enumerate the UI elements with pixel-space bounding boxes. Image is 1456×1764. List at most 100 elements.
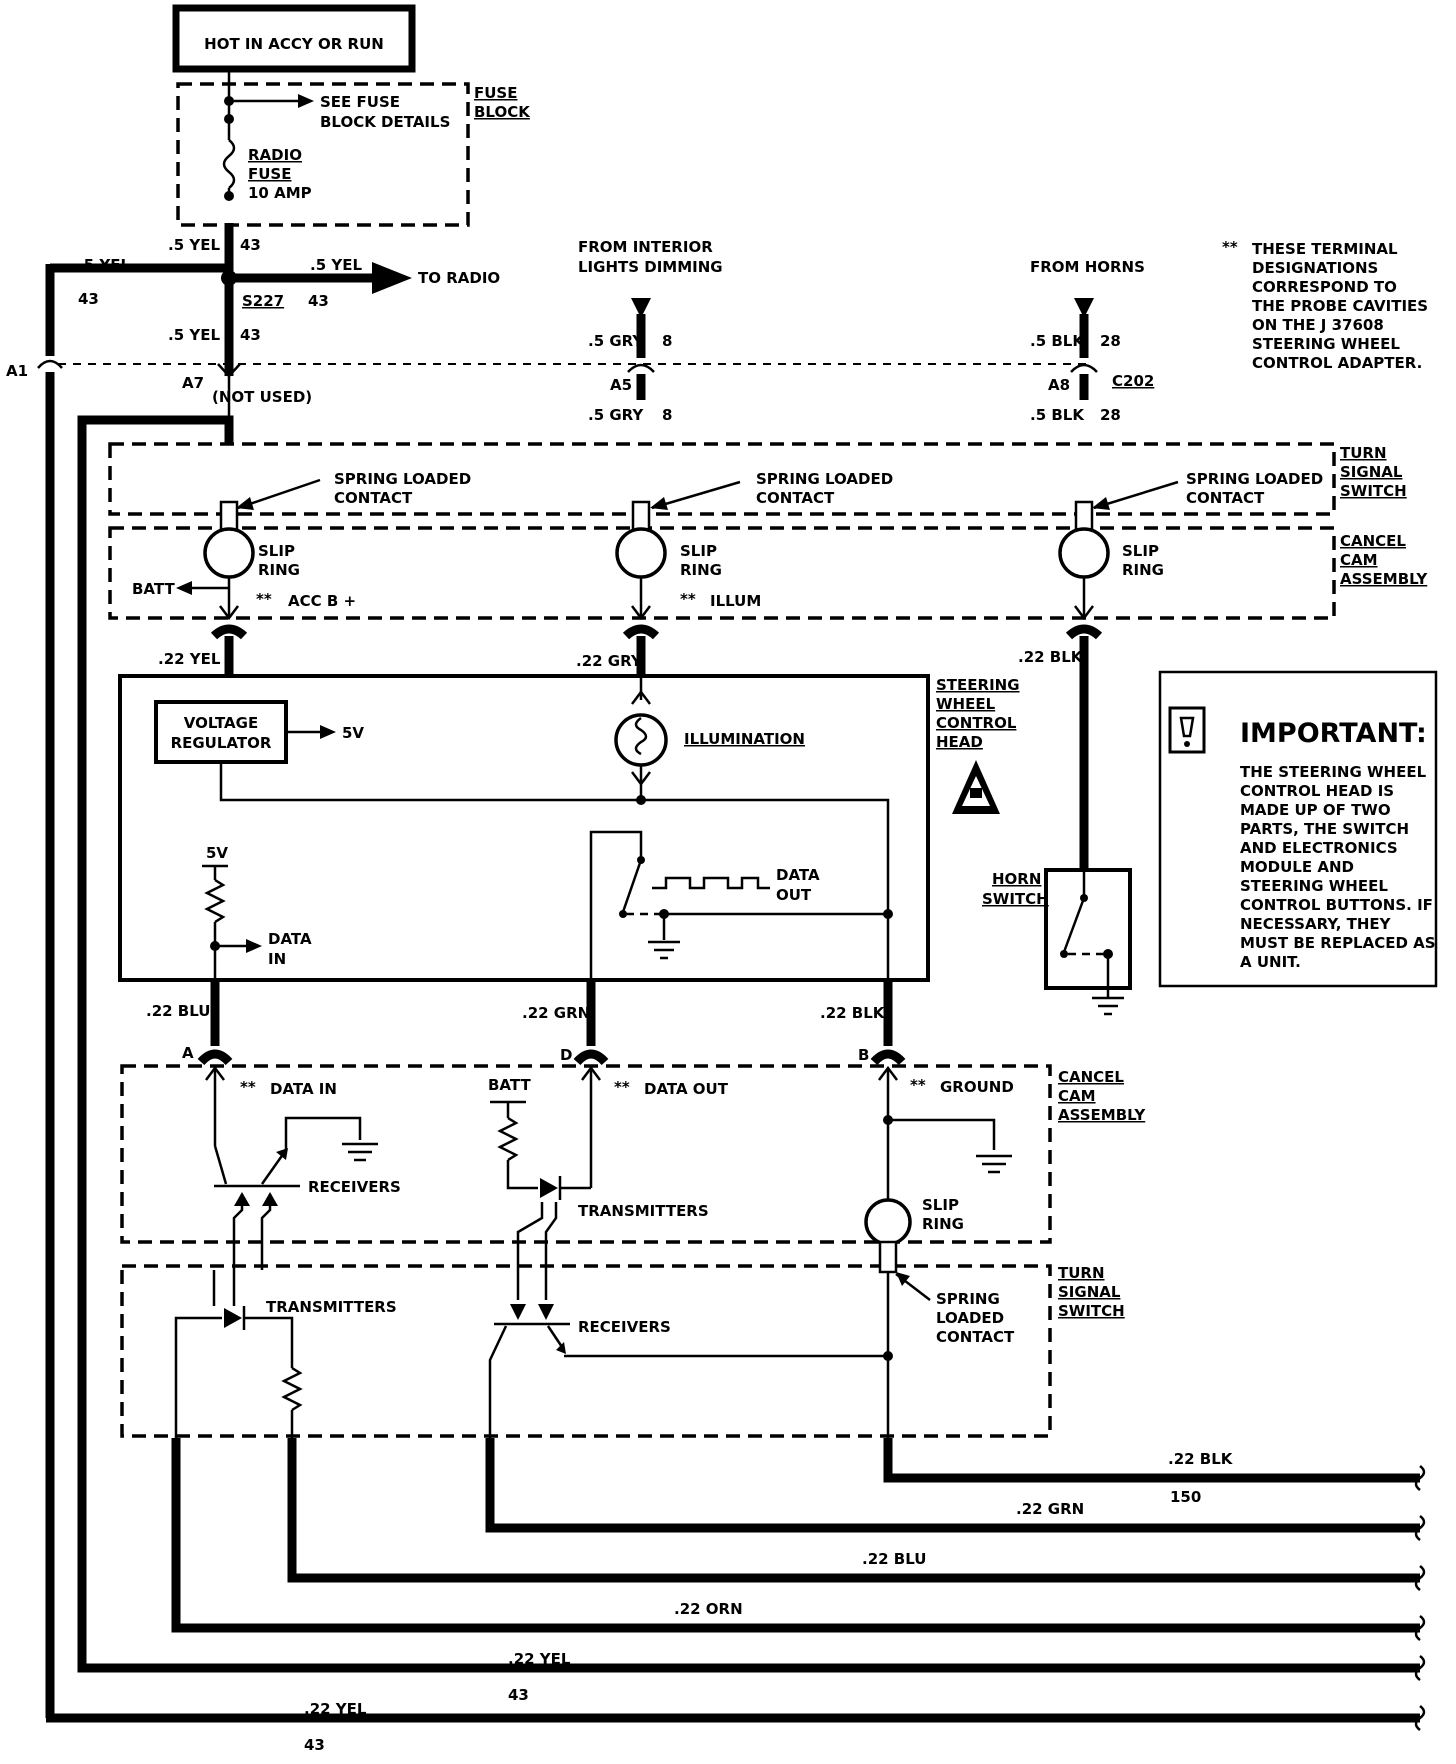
below-splice-wire: .5 YEL bbox=[168, 326, 220, 344]
important-line: A UNIT. bbox=[1240, 953, 1301, 971]
output-wire-5: .22 YEL bbox=[304, 1700, 367, 1718]
arrow-icon bbox=[298, 94, 314, 108]
see-fuse-details: SEE FUSE bbox=[320, 93, 400, 111]
illum-stars: ** bbox=[680, 590, 696, 608]
data-out-stars: ** bbox=[614, 1078, 630, 1096]
radio-fuse-label-2: FUSE bbox=[248, 165, 291, 183]
lower-slip-ring: SLIP bbox=[922, 1196, 959, 1214]
blk-circuit-top: 28 bbox=[1100, 332, 1121, 350]
info-icon bbox=[1168, 706, 1206, 754]
to-radio-circuit: 43 bbox=[308, 292, 329, 310]
fuse-block-title-2: BLOCK bbox=[474, 103, 531, 121]
important-line: CONTROL HEAD IS bbox=[1240, 782, 1394, 800]
control-head-title: STEERING bbox=[936, 676, 1020, 694]
blk-wire-bottom: .5 BLK bbox=[1030, 406, 1085, 424]
important-line: NECESSARY, THEY bbox=[1240, 915, 1392, 933]
lower-cancel-title-2: CAM bbox=[1058, 1087, 1096, 1105]
output-wire-1: .22 GRN bbox=[1016, 1500, 1084, 1518]
head-wire-gry: .22 GRY bbox=[576, 652, 643, 670]
ground-icon bbox=[648, 940, 680, 960]
important-line: STEERING WHEEL bbox=[1240, 877, 1388, 895]
fuse-block-title: FUSE bbox=[474, 84, 517, 102]
wire-break-icons bbox=[1414, 1465, 1426, 1731]
spring-loaded-label: SPRING LOADED bbox=[1186, 470, 1323, 488]
data-in-5v: 5V bbox=[206, 844, 228, 862]
illumination-lamp-icon bbox=[614, 713, 668, 767]
head-wire-yel: .22 YEL bbox=[158, 650, 221, 668]
lower-spring-2: LOADED bbox=[936, 1309, 1004, 1327]
important-line: MODULE AND bbox=[1240, 858, 1354, 876]
connector-a1: A1 bbox=[6, 362, 28, 380]
data-in-label-2: IN bbox=[268, 950, 286, 968]
lower-turn-title-3: SWITCH bbox=[1058, 1302, 1125, 1320]
lower-turn-transmitters: TRANSMITTERS bbox=[266, 1298, 397, 1316]
turn-signal-title-2: SIGNAL bbox=[1340, 463, 1403, 481]
connector-a5: A5 bbox=[610, 376, 632, 394]
terminal-d: D bbox=[560, 1046, 572, 1064]
batt-label: BATT bbox=[132, 580, 175, 598]
source-box bbox=[172, 4, 416, 73]
output-circuit-0: 150 bbox=[1170, 1488, 1201, 1506]
esd-warning-icon bbox=[952, 760, 1000, 814]
lower-wire-blk: .22 BLK bbox=[820, 1004, 886, 1022]
lower-data-in: DATA IN bbox=[270, 1080, 337, 1098]
fuse-block-box bbox=[176, 82, 470, 227]
head-wire-blk: .22 BLK bbox=[1018, 648, 1084, 666]
lower-turn-signal-box bbox=[120, 1264, 1052, 1438]
turn-signal-title: TURN bbox=[1340, 444, 1387, 462]
cancel-cam-title: CANCEL bbox=[1340, 532, 1406, 550]
connector-not-used: (NOT USED) bbox=[212, 388, 312, 406]
lower-data-out: DATA OUT bbox=[644, 1080, 729, 1098]
radio-fuse-label: RADIO bbox=[248, 146, 302, 164]
upper-turn-signal-box bbox=[108, 442, 1336, 516]
resistor-icon bbox=[281, 1366, 303, 1412]
output-circuit-5: 43 bbox=[304, 1736, 325, 1754]
slip-ring-label-2: RING bbox=[680, 561, 722, 579]
lower-turn-title: TURN bbox=[1058, 1264, 1105, 1282]
contact-illum bbox=[615, 500, 667, 676]
resistor-icon bbox=[204, 878, 226, 924]
output-wire-4: .22 YEL bbox=[508, 1650, 571, 1668]
acc-b-label: ACC B + bbox=[288, 592, 356, 610]
below-splice-circuit: 43 bbox=[240, 326, 261, 344]
lower-spring: SPRING bbox=[936, 1290, 1000, 1308]
radio-fuse-rating: 10 AMP bbox=[248, 184, 312, 202]
diode-icon bbox=[540, 1178, 558, 1198]
horn-switch-label-2: SWITCH bbox=[982, 890, 1049, 908]
fuse-icon bbox=[222, 139, 236, 189]
control-head-title-3: CONTROL bbox=[936, 714, 1017, 732]
lower-slip-ring-2: RING bbox=[922, 1215, 964, 1233]
resistor-icon bbox=[497, 1116, 519, 1162]
control-head-title-2: WHEEL bbox=[936, 695, 996, 713]
input-arrow-icon bbox=[1074, 298, 1094, 318]
important-box bbox=[1158, 670, 1438, 988]
see-fuse-details-2: BLOCK DETAILS bbox=[320, 113, 450, 131]
cancel-cam-title-2: CAM bbox=[1340, 551, 1378, 569]
feed-circuit-a: 43 bbox=[240, 236, 261, 254]
regulator-5v: 5V bbox=[342, 724, 364, 742]
control-head-box bbox=[118, 674, 930, 982]
lower-cancel-title: CANCEL bbox=[1058, 1068, 1124, 1086]
important-line: MUST BE REPLACED AS bbox=[1240, 934, 1436, 952]
lower-receivers: RECEIVERS bbox=[308, 1178, 401, 1196]
control-head-title-4: HEAD bbox=[936, 733, 983, 751]
terminal-b: B bbox=[858, 1046, 869, 1064]
slip-ring-label: SLIP bbox=[1122, 542, 1159, 560]
lower-batt: BATT bbox=[488, 1076, 531, 1094]
contact-horn bbox=[1058, 500, 1110, 870]
turn-signal-title-3: SWITCH bbox=[1340, 482, 1407, 500]
note-line: THE PROBE CAVITIES bbox=[1252, 297, 1428, 315]
important-line: AND ELECTRONICS bbox=[1240, 839, 1398, 857]
note-line: CORRESPOND TO bbox=[1252, 278, 1397, 296]
important-line: MADE UP OF TWO bbox=[1240, 801, 1391, 819]
diode-icon bbox=[224, 1308, 242, 1328]
left-feed-circuit: 43 bbox=[78, 290, 99, 308]
gry-wire-top: .5 GRY bbox=[588, 332, 644, 350]
data-out-label-2: OUT bbox=[776, 886, 812, 904]
output-wire-0: .22 BLK bbox=[1168, 1450, 1234, 1468]
voltage-regulator-box bbox=[154, 700, 288, 764]
from-interior-label-2: LIGHTS DIMMING bbox=[578, 258, 723, 276]
data-in-label: DATA bbox=[268, 930, 312, 948]
ground-label: GROUND bbox=[940, 1078, 1014, 1096]
output-wire-3: .22 ORN bbox=[674, 1600, 743, 1618]
